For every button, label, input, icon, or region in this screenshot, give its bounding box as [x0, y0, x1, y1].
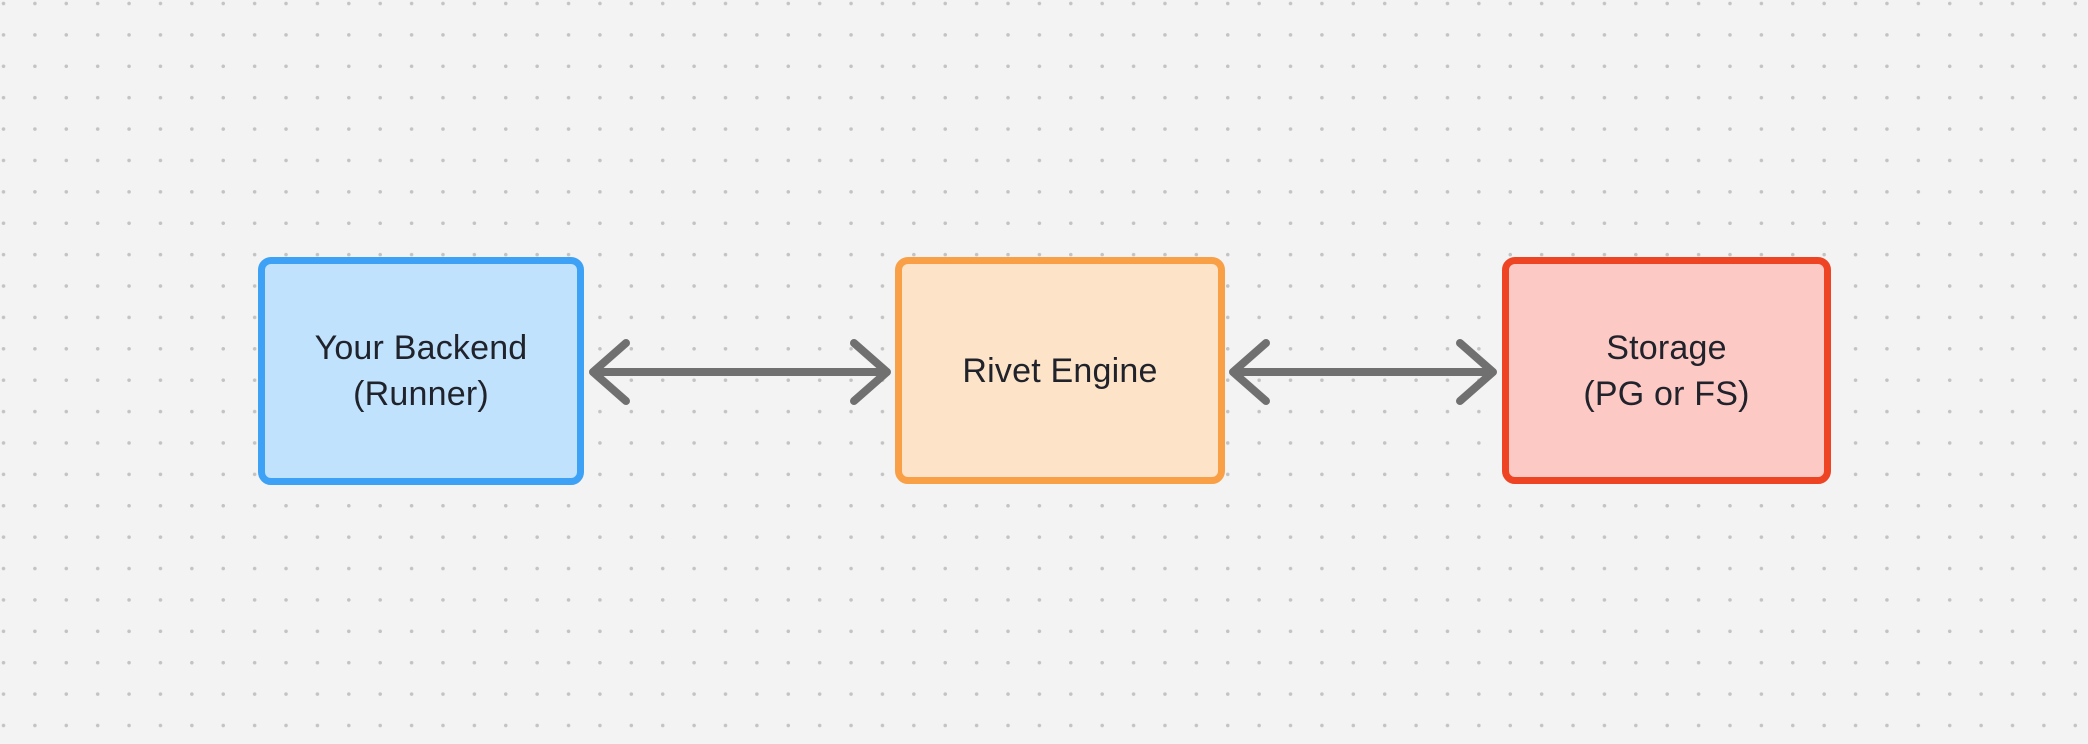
node-label-line: Rivet Engine: [962, 351, 1158, 390]
node-rivet-engine: Rivet Engine: [895, 257, 1225, 484]
node-label-line: (PG or FS): [1583, 374, 1750, 413]
node-label-line: Your Backend: [314, 329, 528, 367]
node-label-line: (Runner): [353, 375, 489, 413]
node-label-line: Storage: [1606, 328, 1727, 367]
node-rivet-engine-label: Rivet Engine: [962, 348, 1157, 394]
double-arrow-icon: [1229, 339, 1497, 405]
node-storage: Storage (PG or FS): [1502, 257, 1831, 484]
bidirectional-arrow-backend-engine: [589, 339, 891, 405]
bidirectional-arrow-engine-storage: [1229, 339, 1497, 405]
node-your-backend-label: Your Backend (Runner): [315, 325, 528, 417]
double-arrow-icon: [589, 339, 891, 405]
node-your-backend: Your Backend (Runner): [258, 257, 584, 485]
node-storage-label: Storage (PG or FS): [1583, 325, 1749, 417]
